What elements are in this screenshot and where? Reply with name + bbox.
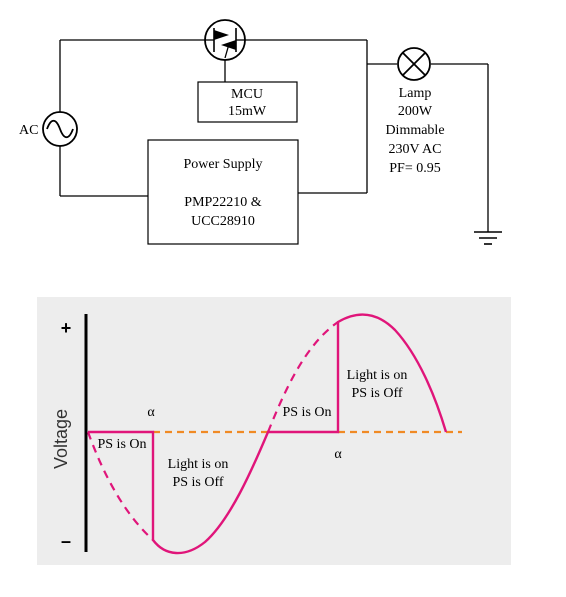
- wave-conduction-path: [88, 313, 448, 555]
- lamp-dimmable: Dimmable: [385, 123, 444, 138]
- lamp-label: Lamp: [399, 86, 432, 101]
- lamp-voltage: 230V AC: [388, 142, 441, 157]
- alpha-left: α: [147, 405, 155, 420]
- mcu-box: [197, 81, 298, 123]
- ground-icon: [474, 231, 502, 245]
- power-supply-title: Power Supply: [184, 157, 263, 172]
- ac-source: [42, 111, 78, 147]
- power-supply-part1: PMP22210 &: [184, 195, 262, 210]
- light-on-left-line1: Light is on: [168, 457, 229, 472]
- triac-icon: [204, 19, 246, 61]
- light-on-right-line1: Light is on: [347, 368, 408, 383]
- power-supply-part2: UCC28910: [191, 214, 255, 229]
- mcu-power: 15mW: [228, 104, 267, 119]
- ps-on-left: PS is On: [97, 437, 146, 452]
- wave-dashed-negative: [86, 431, 154, 541]
- wave-solid: [88, 313, 448, 555]
- light-on-right-line2: PS is Off: [351, 386, 402, 401]
- light-on-left-line2: PS is Off: [172, 475, 223, 490]
- minus-label: –: [61, 531, 71, 551]
- circuit-diagram: [59, 39, 489, 232]
- power-supply-box: [147, 139, 299, 245]
- ps-on-right: PS is On: [282, 405, 331, 420]
- mcu-title: MCU: [231, 87, 263, 102]
- plus-label: +: [61, 318, 72, 338]
- ac-label: AC: [19, 123, 38, 138]
- lamp-wattage: 200W: [398, 104, 433, 119]
- wave-dashed-positive: [266, 321, 339, 433]
- alpha-right: α: [334, 447, 342, 462]
- lamp-icon: [397, 47, 431, 81]
- sine-icon: [46, 119, 74, 139]
- lamp-power-factor: PF= 0.95: [389, 161, 440, 176]
- voltage-axis-label: Voltage: [51, 409, 71, 469]
